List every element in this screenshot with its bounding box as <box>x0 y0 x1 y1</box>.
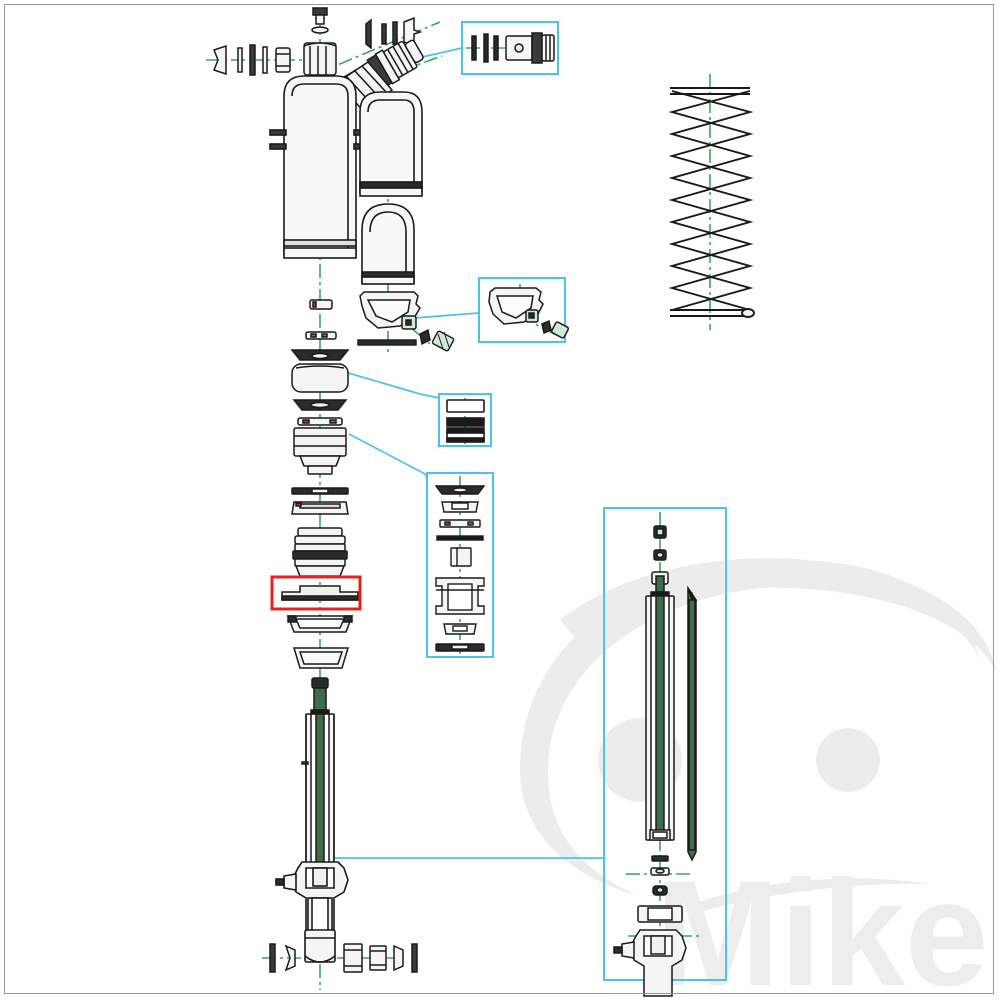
reservoir-bracket <box>359 291 421 330</box>
part-spring-seat-washer <box>292 399 348 411</box>
callout-leader-lines <box>320 47 604 859</box>
part-seat-plate <box>291 501 349 515</box>
bottom-hardware-row <box>269 943 418 973</box>
top-screw <box>311 7 329 34</box>
page-border <box>4 4 994 994</box>
bracket-plate <box>357 339 417 346</box>
part-thin-shim <box>297 417 343 426</box>
callout-content-damper-rod <box>613 525 698 997</box>
callout-content-valve <box>471 32 555 64</box>
reservoir-cap-tube <box>361 203 415 285</box>
part-seal-head <box>293 427 347 475</box>
cylinder-top-collar <box>303 42 337 76</box>
part-bump-stop-bushing <box>291 363 349 393</box>
callout-bump-stop-bushing[interactable] <box>438 393 492 447</box>
callout-content-piston-stack <box>434 485 486 652</box>
selection-highlight-box[interactable] <box>270 575 362 611</box>
watermark-text: Mike <box>655 849 988 1000</box>
coil-spring <box>668 87 755 318</box>
part-dust-seal <box>290 349 350 361</box>
part-bottom-cup <box>292 647 350 669</box>
main-cylinder-body <box>269 75 371 259</box>
part-circlip <box>309 299 333 310</box>
callout-piston-stack[interactable] <box>426 472 494 658</box>
callout-content-bracket <box>488 287 570 339</box>
callout-content-bushing <box>446 399 485 443</box>
part-flange-washer-highlighted[interactable] <box>281 585 359 601</box>
callout-bracket-fitting[interactable] <box>478 277 566 343</box>
upper-valve-row <box>365 16 423 50</box>
top-hardware-row <box>213 44 291 76</box>
part-flat-washer <box>305 331 337 340</box>
part-long-washer <box>291 487 349 495</box>
callout-boxes <box>426 21 727 981</box>
part-lower-seat <box>286 615 354 633</box>
center-stack <box>281 299 359 669</box>
damper-rod-assembly <box>301 677 335 875</box>
clevis-eyelet <box>275 861 349 963</box>
part-piston-ring-stack <box>292 527 348 577</box>
reservoir-tube <box>359 91 423 197</box>
hose-fitting <box>419 328 455 352</box>
